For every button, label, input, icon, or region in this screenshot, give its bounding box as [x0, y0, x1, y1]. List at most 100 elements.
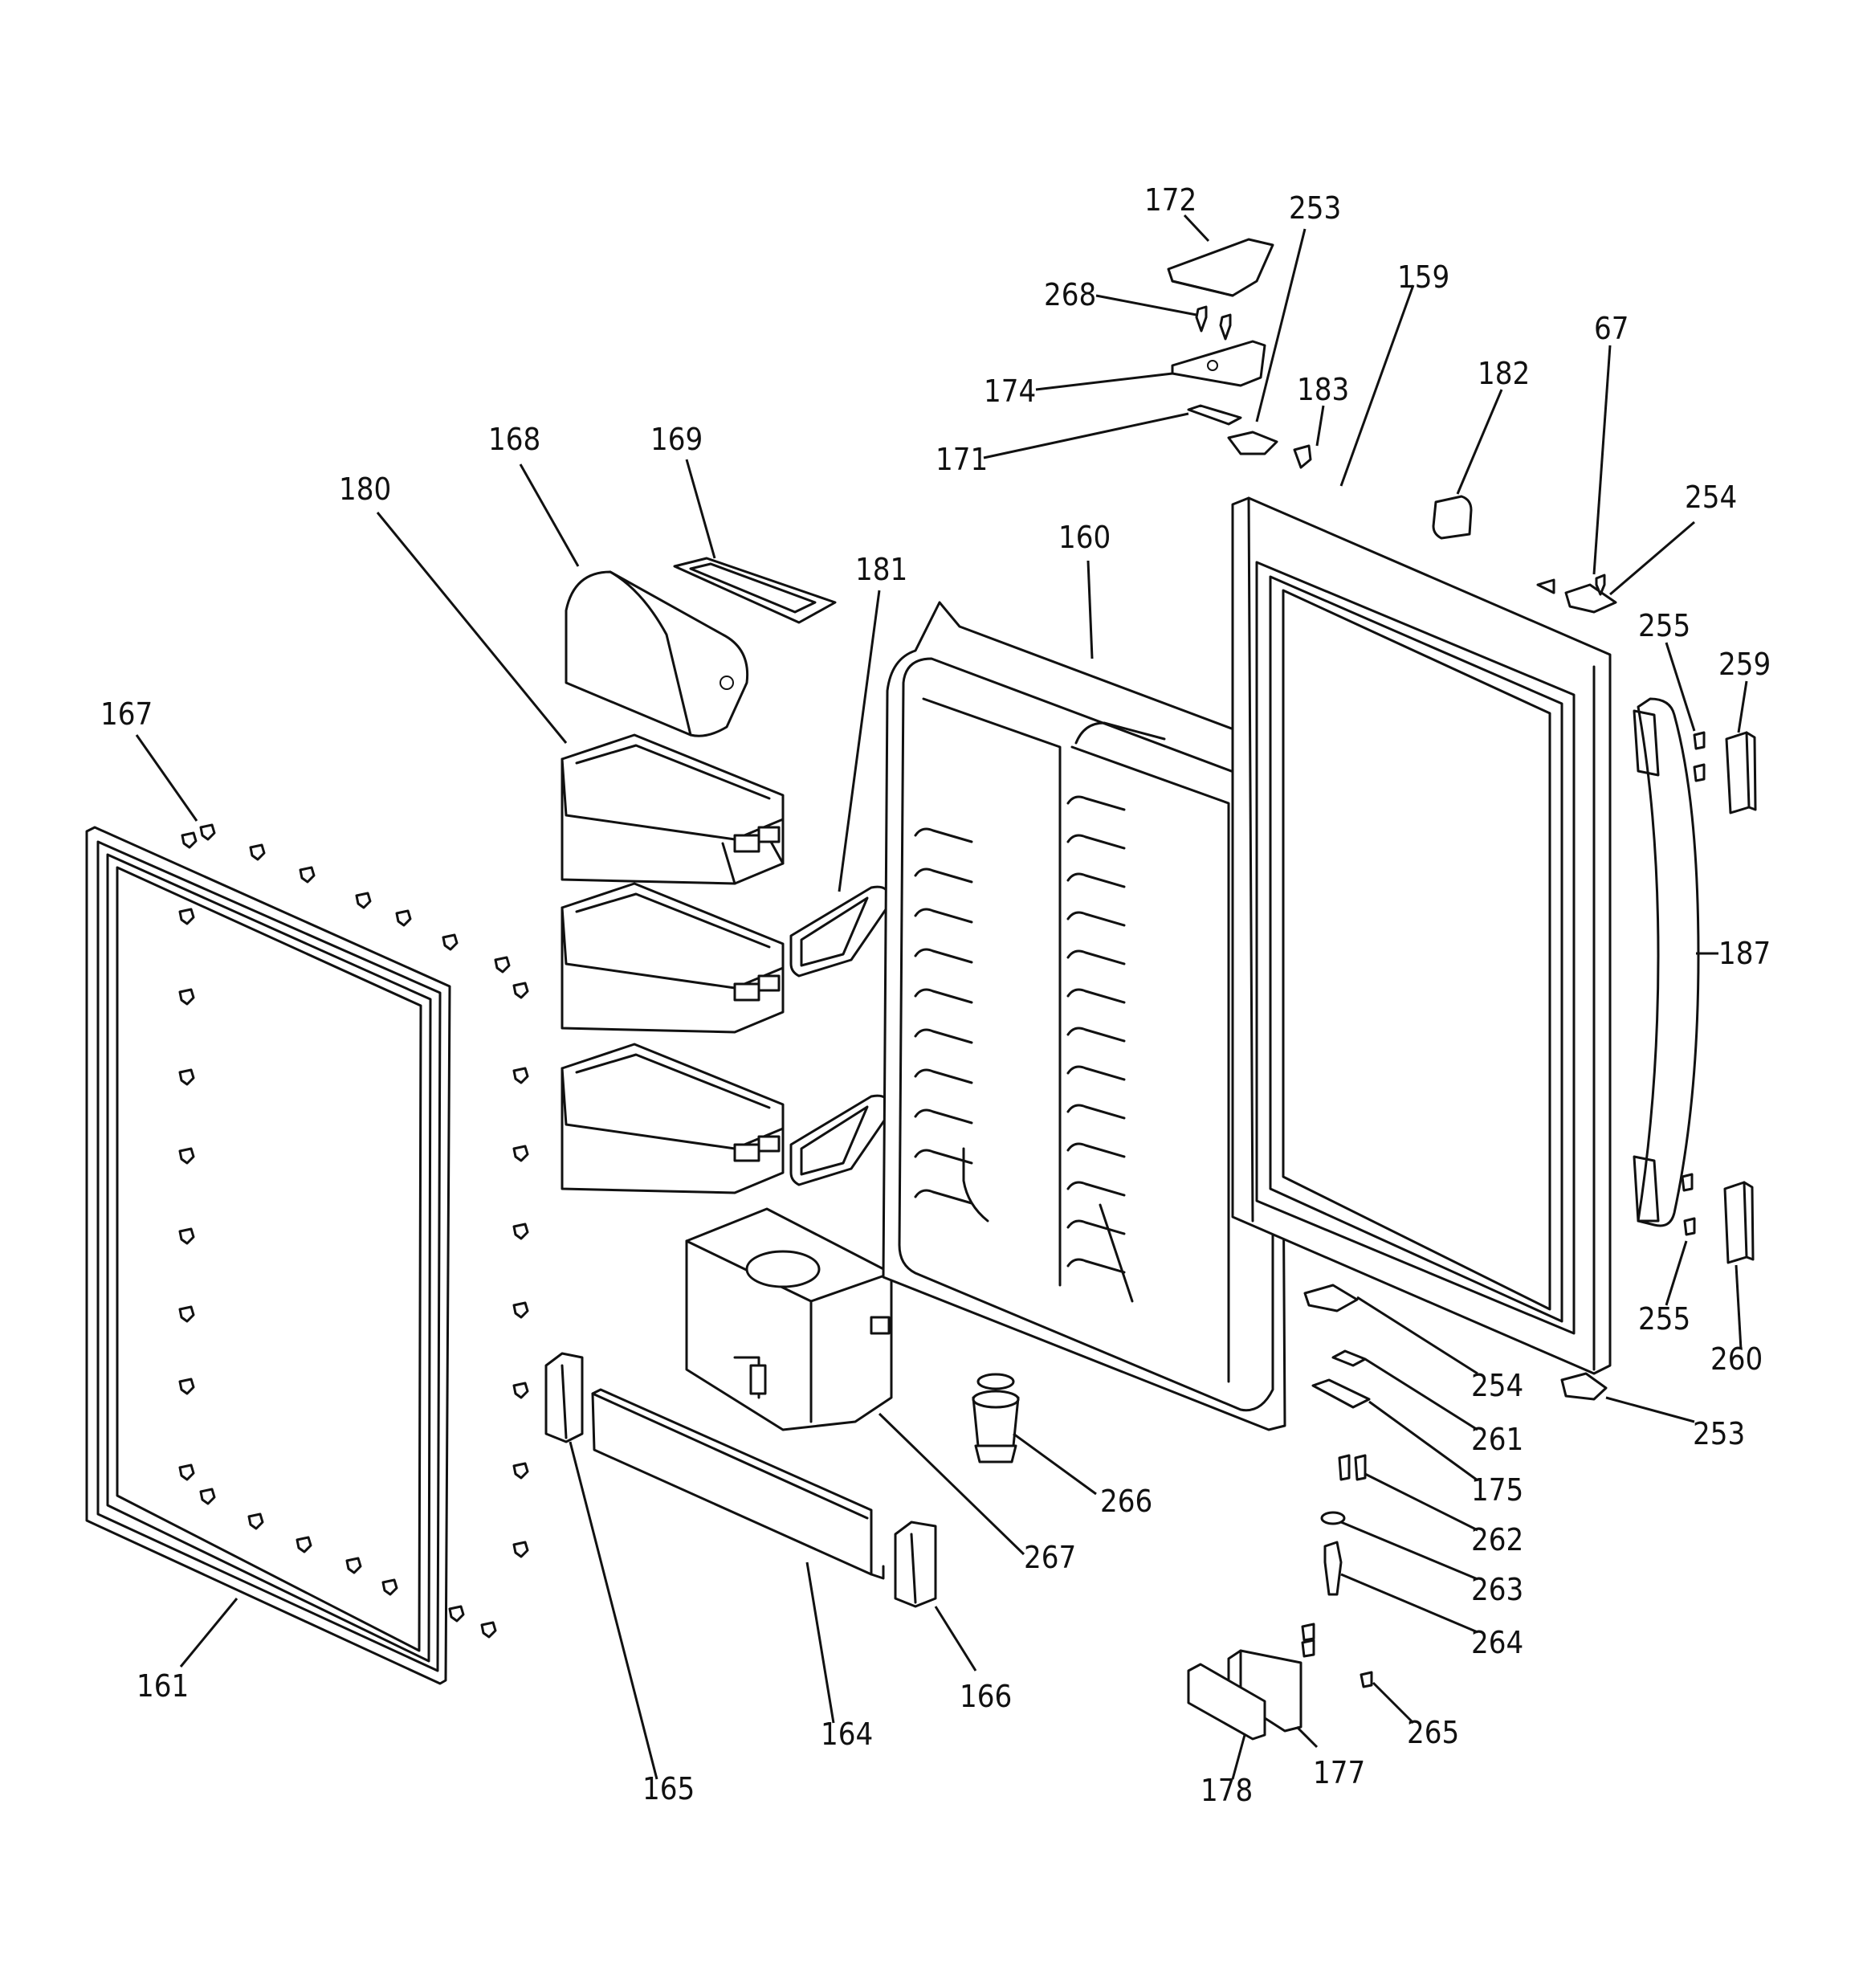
- shelf-end-cap-right: [894, 1521, 937, 1608]
- rib: [1066, 872, 1126, 888]
- label-259: 259: [1718, 647, 1771, 682]
- hinge-shim: [1187, 404, 1242, 426]
- label-180: 180: [339, 471, 391, 507]
- top-hinge-cover: [1167, 238, 1274, 297]
- door-top-cap: [1432, 495, 1473, 540]
- label-165: 165: [642, 1771, 695, 1806]
- leader-lines: [135, 214, 1748, 1780]
- bin-end-cap-upper: [789, 885, 891, 978]
- screw: [345, 1557, 362, 1574]
- rib: [1066, 1142, 1126, 1158]
- screw: [512, 1223, 529, 1240]
- screw: [178, 988, 195, 1006]
- label-260: 260: [1710, 1341, 1763, 1377]
- rib: [914, 908, 973, 924]
- label-255-bottom: 255: [1638, 1301, 1690, 1337]
- label-254-top: 254: [1685, 480, 1737, 515]
- gasket-screws: [178, 823, 529, 1639]
- door-bin-middle: [561, 882, 785, 1034]
- door-gasket: [85, 826, 451, 1685]
- label-174: 174: [984, 374, 1036, 409]
- screw: [494, 956, 511, 974]
- liner-ribs-right: [1066, 795, 1126, 1274]
- dairy-compartment-cover: [565, 570, 749, 737]
- label-268: 268: [1044, 277, 1096, 312]
- dairy-compartment-door: [673, 557, 837, 624]
- screw: [512, 1382, 529, 1399]
- rib: [914, 1149, 973, 1165]
- label-261: 261: [1471, 1422, 1523, 1457]
- label-159: 159: [1397, 259, 1449, 295]
- label-182: 182: [1478, 356, 1530, 391]
- label-253-top: 253: [1289, 190, 1341, 226]
- screw: [178, 1305, 195, 1323]
- lower-hinge-parts: [1301, 1349, 1373, 1688]
- outer-door-panel: [1231, 496, 1612, 1375]
- screw: [512, 1462, 529, 1480]
- door-liner: [882, 601, 1286, 1431]
- bin-end-cap-lower: [789, 1094, 891, 1186]
- water-filter-housing: [685, 1207, 893, 1431]
- label-263: 263: [1471, 1572, 1523, 1607]
- door-bin-top: [561, 733, 785, 885]
- handle-end-cap-bottom: [1723, 1181, 1755, 1264]
- screw: [178, 1378, 195, 1395]
- screw: [296, 1536, 312, 1553]
- label-253-bottom: 253: [1693, 1416, 1745, 1451]
- label-178: 178: [1201, 1773, 1253, 1808]
- label-160: 160: [1058, 520, 1111, 555]
- door-handle: [1633, 697, 1700, 1227]
- screw: [178, 1068, 195, 1086]
- rib: [914, 1068, 973, 1084]
- rib: [1066, 1219, 1126, 1235]
- label-262: 262: [1471, 1522, 1523, 1557]
- label-265: 265: [1407, 1715, 1459, 1750]
- label-177: 177: [1313, 1755, 1365, 1790]
- screw: [178, 1463, 195, 1481]
- screw: [448, 1605, 465, 1623]
- label-255-top: 255: [1638, 608, 1690, 643]
- water-filter-cartridge: [972, 1373, 1020, 1463]
- label-264: 264: [1471, 1625, 1523, 1660]
- screw: [178, 908, 195, 925]
- screw: [480, 1621, 497, 1639]
- label-175: 175: [1471, 1472, 1523, 1508]
- handle-end-cap-top: [1725, 731, 1757, 814]
- rib: [914, 827, 973, 843]
- callout-labels: 172 253 268 159 67 182 183 174 171 168 1…: [100, 182, 1771, 1808]
- screw: [181, 831, 198, 849]
- rib: [914, 867, 973, 884]
- label-187: 187: [1718, 936, 1771, 971]
- screw: [199, 823, 216, 841]
- rib: [914, 1189, 973, 1205]
- top-hinge-screws: [1195, 305, 1312, 469]
- bottom-door-stop: [1303, 1284, 1359, 1312]
- screw: [512, 1145, 529, 1162]
- label-168: 168: [488, 422, 540, 457]
- label-171: 171: [936, 442, 988, 477]
- hinge-bushing-top: [1227, 431, 1278, 455]
- rib: [914, 1108, 973, 1125]
- upper-door-stop: [1536, 574, 1617, 614]
- screw: [512, 1067, 529, 1084]
- shelf-end-cap-left: [544, 1352, 584, 1443]
- label-169: 169: [650, 422, 703, 457]
- rib: [1066, 1065, 1126, 1081]
- bottom-shelf-rail: [591, 1388, 885, 1580]
- rib: [1066, 1104, 1126, 1120]
- screw: [381, 1578, 398, 1596]
- label-183: 183: [1297, 372, 1349, 407]
- screw: [512, 1541, 529, 1558]
- rib: [1066, 834, 1126, 850]
- liner-ribs-left: [914, 827, 973, 1205]
- screw: [512, 982, 529, 999]
- label-67: 67: [1594, 311, 1629, 346]
- bottom-hinge-plate: [1187, 1663, 1266, 1741]
- rib: [1066, 795, 1126, 811]
- label-161: 161: [137, 1668, 189, 1704]
- label-167: 167: [100, 696, 153, 732]
- screw: [178, 1147, 195, 1165]
- screw: [512, 1301, 529, 1319]
